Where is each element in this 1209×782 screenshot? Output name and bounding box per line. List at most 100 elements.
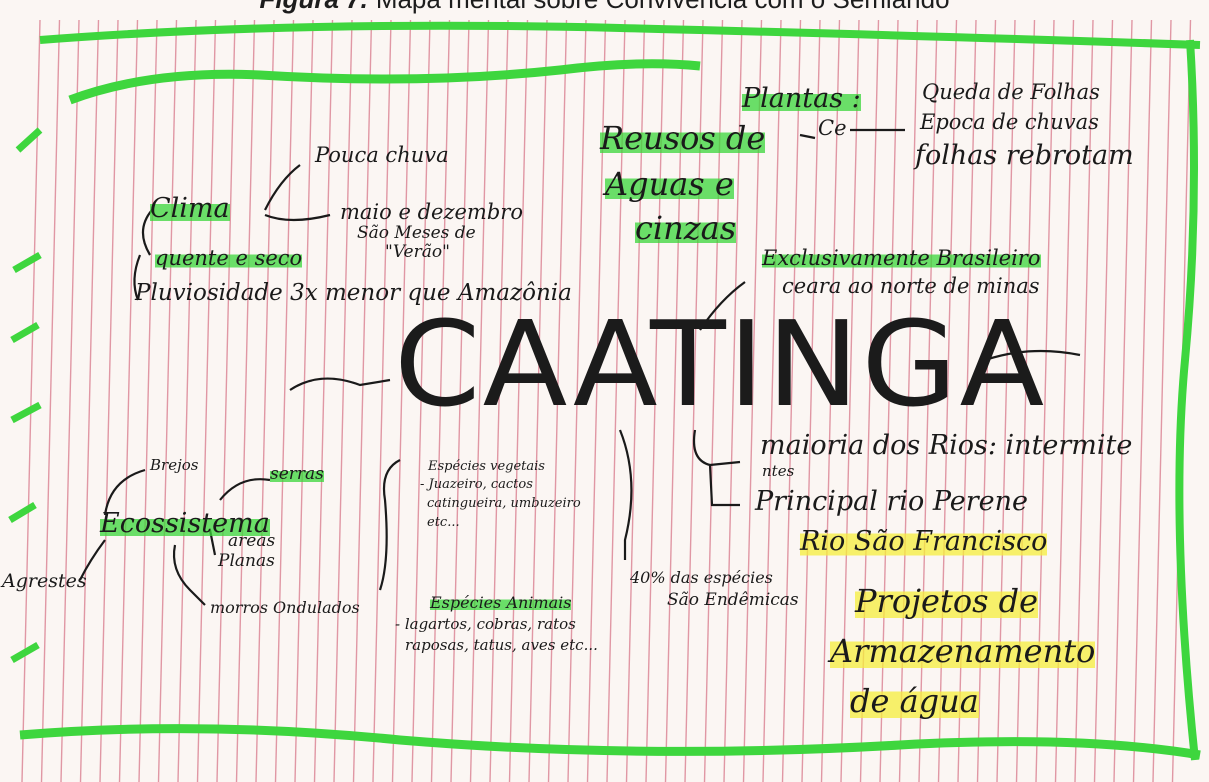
ruled-line <box>333 19 353 782</box>
label-ecossistema: Ecossistema <box>100 508 270 539</box>
ruled-line <box>820 19 841 782</box>
label-principal: Principal rio Perene <box>755 486 1029 517</box>
ruled-line <box>99 19 119 782</box>
ruled-line <box>352 19 373 782</box>
label-quente: quente e seco <box>155 246 303 270</box>
label-vegetais-1: Espécies vegetais <box>428 459 545 474</box>
title-swash-right <box>984 349 1081 362</box>
ruled-line <box>547 19 568 782</box>
ruled-line <box>469 19 490 782</box>
ruled-line <box>567 19 587 782</box>
label-plantas-3: folhas rebrotam <box>915 140 1134 171</box>
ruled-line <box>391 19 412 782</box>
ruled-line <box>489 19 509 782</box>
ruled-line <box>1152 19 1172 782</box>
label-maio: maio e dezembro <box>340 200 523 224</box>
ruled-line <box>450 19 470 782</box>
ruled-line <box>157 19 178 782</box>
ruled-line <box>762 19 782 782</box>
ruled-line <box>1113 19 1133 782</box>
label-endemicas-2: São Endêmicas <box>667 590 799 610</box>
ruled-line <box>294 19 314 782</box>
label-ceara: ceara ao norte de minas <box>782 274 1040 298</box>
ruled-line <box>430 19 451 782</box>
label-reusos-3: cinzas <box>635 209 737 247</box>
label-sao-meses: São Meses de <box>357 223 476 243</box>
figure-label: Figura 7. <box>259 0 367 14</box>
border-left-dashes <box>8 127 43 664</box>
figure-caption-text: Mapa mental sobre Convivência com o Semi… <box>376 0 950 14</box>
label-plantas: Plantas : <box>742 83 861 114</box>
ruled-line <box>1093 19 1114 782</box>
label-brejos: Brejos <box>150 456 199 474</box>
ruled-line <box>177 19 197 782</box>
line-principal <box>708 464 740 507</box>
line-clima-quente <box>141 209 153 256</box>
label-plantas-2: Epoca de chuvas <box>920 110 1099 134</box>
label-animais-1: Espécies Animais <box>430 593 572 612</box>
border-top <box>39 21 1201 49</box>
label-ce: Ce <box>818 116 847 140</box>
ruled-line <box>255 19 275 782</box>
label-vegetais-2: - Juazeiro, cactos <box>420 477 533 492</box>
line-clima-pluv <box>133 254 142 301</box>
ruled-line <box>801 19 821 782</box>
label-exclusivamente: Exclusivamente Brasileiro <box>762 246 1041 270</box>
ruled-line <box>781 19 802 782</box>
label-plantas-1: Queda de Folhas <box>922 80 1100 104</box>
label-maioria: maioria dos Rios: intermite <box>760 430 1133 461</box>
line-clima-chuva <box>264 164 301 211</box>
ruled-line <box>118 19 139 782</box>
ruled-line <box>528 19 548 782</box>
ruled-line <box>235 19 256 782</box>
label-clima: Clima <box>150 193 230 224</box>
label-vegetais-4: etc... <box>427 515 460 530</box>
line-ce <box>799 133 816 140</box>
label-animais-2: - lagartos, cobras, ratos <box>395 615 576 633</box>
label-projetos-2: Armazenamento <box>830 632 1096 670</box>
label-reusos-2: Aguas e <box>605 165 734 203</box>
border-right <box>1175 39 1199 761</box>
ruled-line <box>411 19 431 782</box>
line-agrestes <box>79 539 106 581</box>
label-endemicas-1: 40% das espécies <box>630 568 773 587</box>
figure-caption: Figura 7. Mapa mental sobre Convivência c… <box>0 0 1209 15</box>
title-swash-left <box>289 377 391 391</box>
main-title: CAATINGA <box>394 295 1047 433</box>
ruled-line <box>79 19 100 782</box>
label-reusos-1: Reusos de <box>600 119 766 157</box>
line-clima-maio <box>264 213 331 222</box>
border-upper-wave <box>68 59 701 105</box>
label-areas-2: Planas <box>218 551 275 571</box>
ruled-line <box>60 19 80 782</box>
label-agrestes: Agrestes <box>2 570 87 592</box>
ruled-line <box>274 19 295 782</box>
label-areas-1: areas <box>228 531 276 551</box>
line-endemicas <box>618 429 633 560</box>
ruled-line <box>40 19 61 782</box>
label-vegetais-3: catingueira, umbuzeiro <box>427 496 581 511</box>
label-morros: morros Ondulados <box>210 598 360 617</box>
border-bottom <box>19 724 1201 760</box>
label-pluviosidade: Pluviosidade 3x menor que Amazônia <box>135 280 572 306</box>
ruled-line <box>313 19 334 782</box>
label-projetos-3: de água <box>850 682 979 720</box>
line-exclusivamente <box>699 281 746 331</box>
label-serras: serras <box>270 464 324 484</box>
label-rio-sao-francisco: Rio São Francisco <box>800 526 1048 557</box>
line-morros <box>172 544 206 606</box>
ruled-line <box>508 19 529 782</box>
label-ntes: ntes <box>762 462 795 480</box>
ruled-line <box>138 19 158 782</box>
label-animais-3: raposas, tatus, aves etc... <box>405 636 598 654</box>
line-serras <box>219 478 271 501</box>
label-verao: "Verão" <box>385 242 450 262</box>
brace-especies <box>378 459 401 591</box>
ruled-line <box>216 19 236 782</box>
label-projetos-1: Projetos de <box>855 582 1039 620</box>
ruled-line <box>1132 19 1153 782</box>
label-pouca-chuva: Pouca chuva <box>315 143 449 167</box>
line-maioria <box>692 429 741 467</box>
